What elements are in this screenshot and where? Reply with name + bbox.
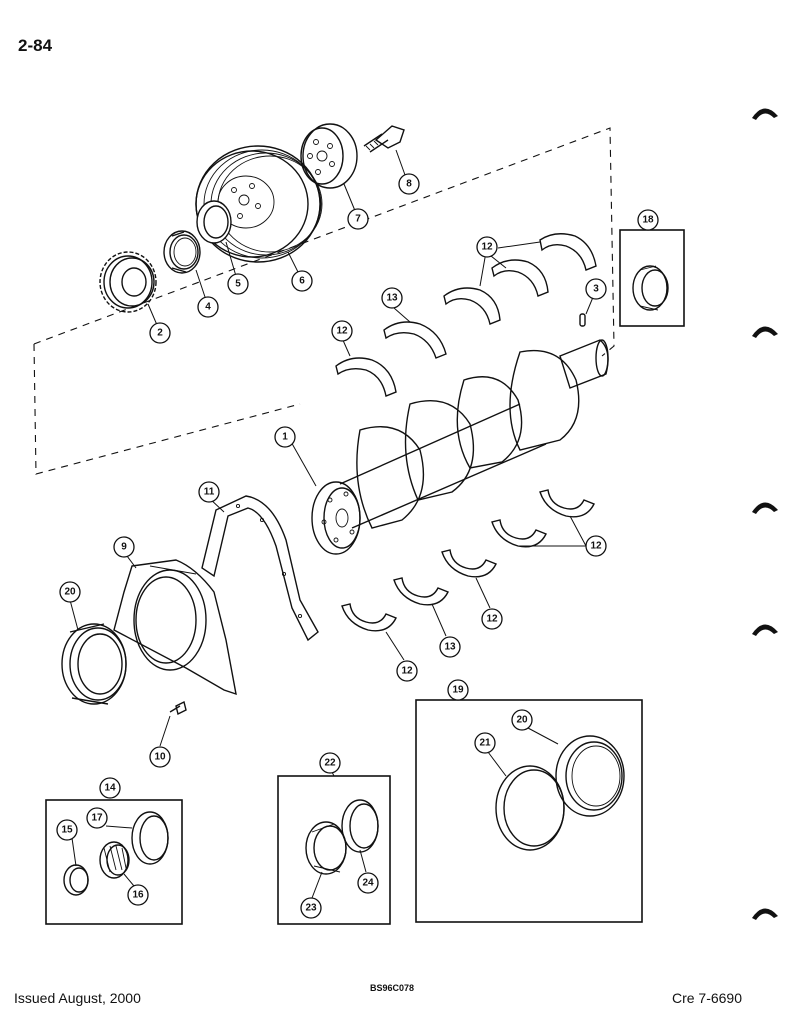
svg-text:24: 24 <box>362 878 374 889</box>
part-gasket <box>201 495 319 642</box>
part-wear-sleeve <box>163 230 201 274</box>
callout-12-upper-left: 12 <box>331 320 353 342</box>
callout-4: 4 <box>197 296 219 318</box>
kit-box-19 <box>415 699 643 923</box>
callout-14: 14 <box>99 777 121 799</box>
callout-12-upper-right: 12 <box>476 236 498 258</box>
svg-text:1: 1 <box>282 432 288 443</box>
svg-text:12: 12 <box>590 541 602 552</box>
callout-22: 22 <box>319 752 341 774</box>
svg-text:4: 4 <box>205 302 211 313</box>
upper-main-bearings <box>335 233 597 397</box>
callout-24: 24 <box>357 872 379 894</box>
svg-text:12: 12 <box>486 614 498 625</box>
svg-text:14: 14 <box>104 783 116 794</box>
callout-23: 23 <box>300 897 322 919</box>
lower-main-bearings <box>341 489 595 632</box>
kit-box-14 <box>45 799 183 925</box>
callout-5: 5 <box>227 273 249 295</box>
svg-text:11: 11 <box>204 487 215 498</box>
part-rear-seal <box>61 623 127 705</box>
callout-19: 19 <box>447 679 469 701</box>
part-hub <box>300 123 358 189</box>
figure-code: BS96C078 <box>370 983 415 993</box>
callout-8: 8 <box>398 173 420 195</box>
callout-15: 15 <box>56 819 78 841</box>
svg-text:22: 22 <box>324 758 336 769</box>
callout-18: 18 <box>637 209 659 231</box>
callout-17: 17 <box>86 807 108 829</box>
callout-16: 16 <box>127 884 149 906</box>
callout-13-upper: 13 <box>381 287 403 309</box>
part-seal-14 <box>63 811 169 896</box>
callout-7: 7 <box>347 208 369 230</box>
svg-text:12: 12 <box>481 242 493 253</box>
part-rear-seal-housing <box>113 559 237 696</box>
part-sleeve-22 <box>305 799 379 875</box>
callout-20-box: 20 <box>511 709 533 731</box>
kit-box-18 <box>619 229 685 327</box>
leader-lines <box>69 149 597 899</box>
svg-text:20: 20 <box>64 587 76 598</box>
svg-text:12: 12 <box>336 326 348 337</box>
svg-text:16: 16 <box>132 890 144 901</box>
part-front-seal <box>196 200 232 244</box>
callout-13-lower: 13 <box>439 636 461 658</box>
svg-text:3: 3 <box>593 284 599 295</box>
callout-6: 6 <box>291 270 313 292</box>
svg-text:20: 20 <box>516 715 528 726</box>
part-bolt <box>363 125 405 153</box>
svg-text:9: 9 <box>121 542 127 553</box>
callout-20-left: 20 <box>59 581 81 603</box>
svg-text:5: 5 <box>235 279 241 290</box>
svg-text:19: 19 <box>452 685 464 696</box>
svg-text:8: 8 <box>406 179 412 190</box>
svg-text:10: 10 <box>154 752 166 763</box>
part-seal-19 <box>495 735 625 851</box>
part-dowel-pin <box>579 313 586 327</box>
svg-text:7: 7 <box>355 214 361 225</box>
svg-text:13: 13 <box>386 293 398 304</box>
svg-text:17: 17 <box>91 813 103 824</box>
callout-12-lower-mid: 12 <box>481 608 503 630</box>
callout-11: 11 <box>198 481 220 503</box>
svg-text:13: 13 <box>444 642 456 653</box>
svg-text:6: 6 <box>299 276 305 287</box>
callout-9: 9 <box>113 536 135 558</box>
callout-21: 21 <box>474 732 496 754</box>
part-screw <box>169 700 187 716</box>
part-pulley <box>195 145 323 263</box>
callout-12-lower-right: 12 <box>585 535 607 557</box>
kit-box-22 <box>277 775 391 925</box>
svg-text:23: 23 <box>305 903 317 914</box>
callout-10: 10 <box>149 746 171 768</box>
page-number: 2-84 <box>18 36 53 55</box>
callout-1: 1 <box>274 426 296 448</box>
issue-date: Issued August, 2000 <box>14 990 141 1006</box>
part-crankshaft <box>311 339 609 555</box>
callout-12-lower-left: 12 <box>396 660 418 682</box>
svg-text:12: 12 <box>401 666 413 677</box>
part-sleeve-18 <box>632 265 669 311</box>
svg-text:2: 2 <box>157 328 163 339</box>
front-group-outline <box>33 127 615 475</box>
svg-text:21: 21 <box>479 738 491 749</box>
part-crankshaft-gear <box>99 251 157 313</box>
callout-2: 2 <box>149 322 171 344</box>
binder-tabs <box>752 108 778 920</box>
svg-text:18: 18 <box>642 215 654 226</box>
callout-3: 3 <box>585 278 607 300</box>
svg-text:15: 15 <box>61 825 73 836</box>
document-number: Cre 7-6690 <box>671 990 742 1006</box>
